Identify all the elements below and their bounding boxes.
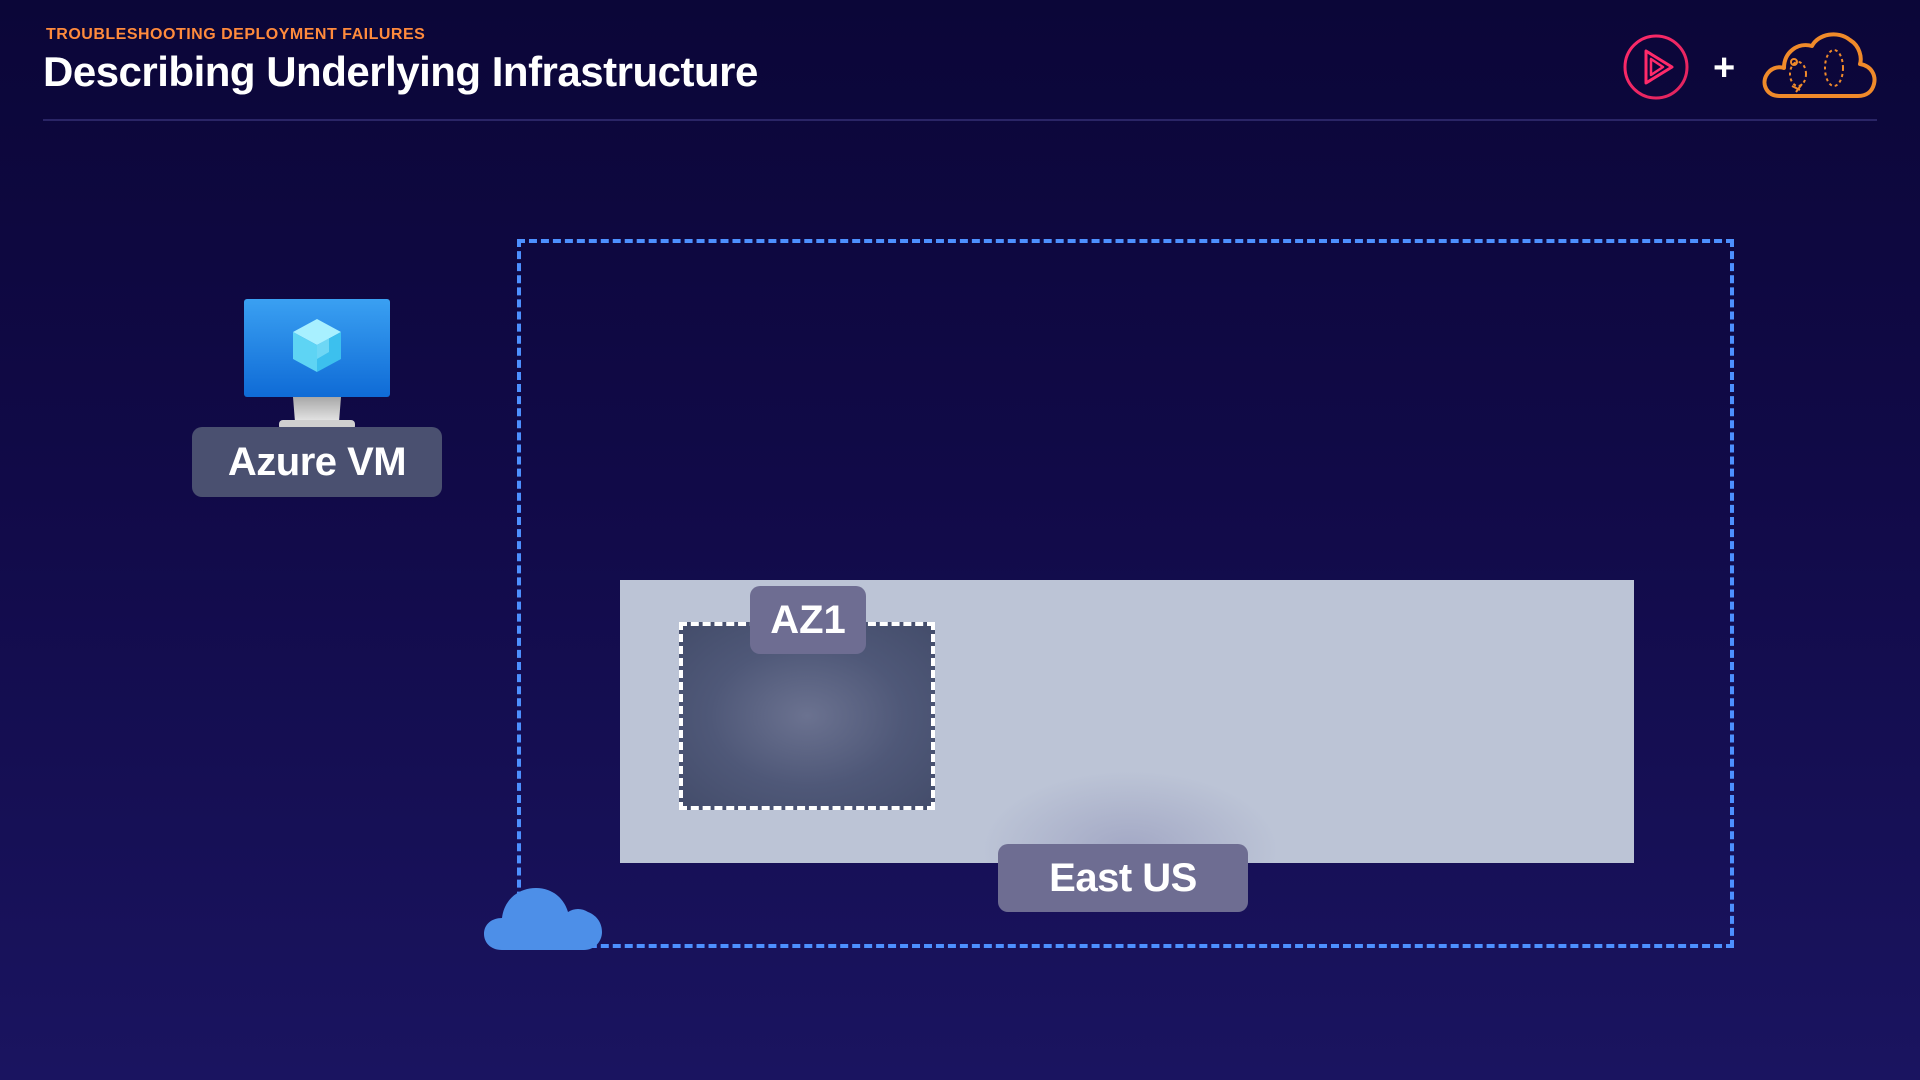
availability-zone-label: AZ1	[750, 586, 866, 654]
vm-label: Azure VM	[192, 427, 442, 497]
header-divider	[43, 119, 1877, 121]
azure-cloud-boundary	[517, 239, 1734, 948]
play-logo-icon	[1623, 34, 1689, 100]
azure-cloud-icon	[484, 888, 602, 950]
plus-sign: +	[1713, 47, 1736, 89]
section-eyebrow: TROUBLESHOOTING DEPLOYMENT FAILURES	[46, 26, 426, 43]
cloud-logo-icon	[1762, 32, 1877, 98]
virtual-machine-icon	[244, 299, 390, 430]
region-label: East US	[998, 844, 1248, 912]
page-title: Describing Underlying Infrastructure	[43, 48, 758, 95]
